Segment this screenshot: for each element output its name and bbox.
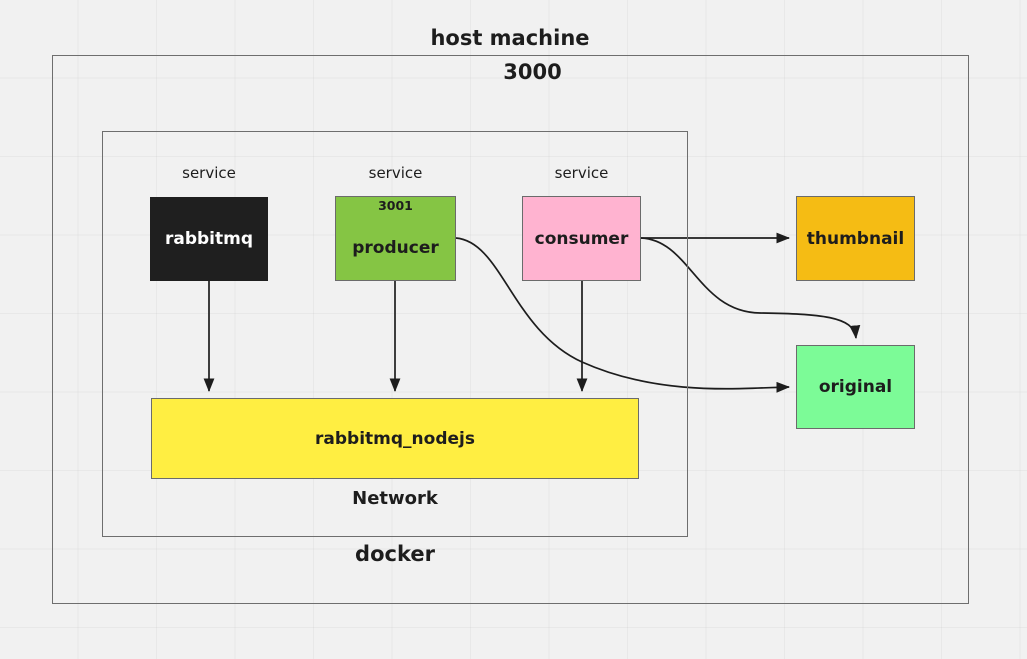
network-caption: Network [352, 488, 438, 509]
host-port-label: 3000 [503, 60, 562, 84]
producer-port-label: 3001 [378, 198, 413, 213]
node-producer-label: producer [352, 237, 439, 258]
docker-label: docker [355, 542, 435, 566]
node-original-label: original [818, 377, 893, 397]
node-network-label: rabbitmq_nodejs [315, 428, 475, 449]
docker-container [102, 131, 688, 537]
node-rabbitmq-nodejs-network[interactable]: rabbitmq_nodejs [151, 398, 639, 479]
node-consumer[interactable]: consumer [522, 196, 641, 281]
service-caption-producer: service [368, 164, 423, 182]
node-thumbnail-label: thumbnail [806, 228, 905, 249]
node-rabbitmq[interactable]: rabbitmq [150, 197, 268, 281]
host-machine-container [52, 55, 969, 604]
service-caption-rabbitmq: service [182, 164, 236, 182]
node-thumbnail[interactable]: thumbnail [796, 196, 915, 281]
service-caption-consumer: service [554, 164, 609, 182]
edge-producer-to-original [455, 237, 791, 393]
node-rabbitmq-label: rabbitmq [164, 229, 254, 249]
edge-consumer-to-original [640, 237, 861, 340]
node-consumer-label: consumer [534, 228, 629, 249]
node-original[interactable]: original [796, 345, 915, 429]
host-machine-label: host machine [430, 26, 590, 50]
node-producer[interactable]: producer [335, 196, 456, 281]
